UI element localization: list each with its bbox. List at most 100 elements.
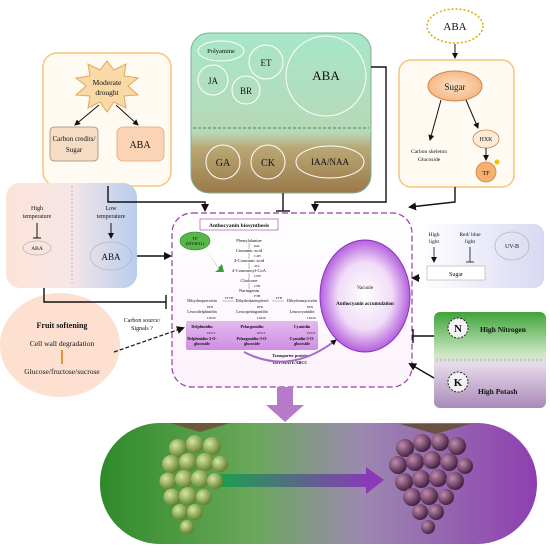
- hxk-label: HXK: [480, 137, 494, 143]
- hormone-br-label: BR: [240, 86, 252, 96]
- anthocyanidin-bar: [186, 321, 318, 350]
- drought-burst-shape: [74, 60, 140, 113]
- drought-title-line2: drought: [95, 88, 119, 97]
- hormones-aba-to-center-connector: [311, 66, 387, 212]
- hormone-aba-bubble: [285, 35, 367, 117]
- ripening-down-arrow: [266, 387, 304, 422]
- drought-carbon-box: [49, 126, 99, 162]
- leuco-0: Leucodelphinidin: [187, 309, 217, 314]
- hormone-et-bubble: [248, 44, 284, 80]
- light-sugar-box: [426, 265, 486, 281]
- drought-aba-box: [116, 126, 165, 162]
- hormones-panel: Polyamine ET JA BR ABA GA CK IAA/NAA: [190, 32, 372, 194]
- antho-0: Delphinidin: [191, 324, 213, 329]
- hormone-ga-label: GA: [216, 158, 231, 169]
- light-panel: High light Red/ blue light UV-B Sugar: [420, 224, 544, 288]
- glucoside-2-line2: glucoside: [294, 341, 310, 346]
- light-high-line1: High: [429, 232, 440, 238]
- hormone-ga-bubble: [205, 144, 241, 180]
- hormone-et-label: ET: [261, 58, 272, 68]
- drought-panel: Moderate drought Carbon credits/ Sugar A…: [42, 52, 172, 187]
- antho-2: Cyanidin: [294, 324, 311, 329]
- temp-high-line1: High: [31, 206, 43, 212]
- biosynthesis-title: Anthocyanin biosynthesis: [209, 223, 269, 229]
- softening-title: Fruit softening: [37, 321, 88, 330]
- nitrogen-letter: N: [454, 323, 462, 335]
- f3h-label-1: F3'H: [276, 296, 283, 300]
- signal-dashed-arrow: [113, 326, 185, 353]
- sugar-aba-dotted: [426, 8, 484, 44]
- uvb-bubble: [494, 231, 530, 261]
- potash-letter: K: [454, 377, 463, 389]
- sugar-aba-label: ABA: [443, 21, 466, 33]
- temp-aba-large-label: ABA: [101, 252, 121, 262]
- sugar-carbon-line1: Carbon skeleton: [411, 149, 447, 155]
- drought-to-center-connector: [107, 186, 209, 212]
- hormone-iaa-bubble: [295, 145, 365, 179]
- potash-label: High Potash: [478, 387, 518, 396]
- softening-sugars: Glucose/fructose/sucrose: [24, 367, 100, 376]
- sugar-carbon-line2: Glucoside: [418, 157, 441, 163]
- ldox-label-0: LDOX: [207, 316, 217, 320]
- light-redblue-line2: light: [465, 239, 476, 245]
- hormone-iaa-label: IAA/NAA: [311, 157, 349, 167]
- ldox-label-2: LDOX: [307, 316, 317, 320]
- ripening-strip: [100, 423, 537, 544]
- dihydro-0: Dihydroquercetin: [187, 298, 217, 303]
- tf-p-marker: [494, 159, 500, 165]
- pathway-step-10: Naringenin: [239, 288, 260, 293]
- green-grape-cluster: [159, 423, 230, 534]
- pathway-enzyme-3: C4H: [254, 254, 261, 258]
- drought-carbon-line1: Carbon credits/: [53, 135, 96, 143]
- biosynthesis-panel: Anthocyanin biosynthesis TF (MYBA1) Phen…: [171, 212, 413, 388]
- pathway-step-6: 4-Coumaroyl-CoA: [232, 268, 267, 273]
- light-redblue-line1: Red/ blue: [459, 232, 481, 238]
- drought-aba-label: ABA: [129, 140, 151, 151]
- ufgt-label-1: UFGT: [257, 331, 265, 335]
- softening-cell-wall: Cell wall degradation: [30, 339, 95, 348]
- ufgt-label-2: UFGT: [307, 331, 315, 335]
- glucoside-0-line2: glucoside: [194, 341, 210, 346]
- leuco-2: Leucocyanidin: [290, 309, 316, 314]
- uvb-label: UV-B: [505, 244, 519, 250]
- dihydro-row: Dihydroquercetin Dihydrokaempferol Dihyd…: [187, 296, 318, 303]
- nitrogen-badge: [447, 317, 469, 339]
- temp-high-line2: temperature: [23, 214, 52, 220]
- temp-aba-small: [22, 240, 52, 256]
- transport-arrow: [243, 339, 337, 363]
- sugar-panel: ABA Sugar Carbon skeleton Glucoside HXK …: [398, 8, 515, 188]
- transport-line2: GST/MATE/ABCC: [273, 360, 308, 365]
- vacuole: [319, 239, 411, 353]
- sugar-to-center-connector: [408, 187, 456, 211]
- signal-line2: Signals ?: [131, 326, 153, 332]
- dihydro-1: Dihydrokaempferol: [235, 298, 269, 303]
- signal-line1: Carbon source/: [124, 318, 161, 324]
- light-high-line2: light: [429, 239, 440, 245]
- pathway-step-8: Chalcone: [241, 278, 258, 283]
- temperature-panel: High temperature ABA Low temperature ABA: [6, 183, 137, 288]
- tf-myba1-line1: TF: [192, 236, 198, 241]
- hormone-polyamine-label: Polyamine: [207, 48, 235, 55]
- hormone-ck-bubble: [250, 144, 286, 180]
- pathway-enzyme-1: PAL: [254, 244, 260, 248]
- glucoside-2-line1: Cyanidin-3-O-: [290, 336, 316, 341]
- potash-badge: [447, 371, 469, 393]
- pathway-enzyme-9: CHI: [254, 284, 261, 288]
- pathway-step-4: 4-Coumaric acid: [234, 258, 265, 263]
- biosynthesis-title-box: [199, 218, 279, 231]
- glucoside-0-line1: Delphinidin-3-O-: [187, 336, 217, 341]
- hormone-ck-label: CK: [261, 158, 276, 169]
- sugar-node-label: Sugar: [445, 82, 466, 92]
- sugar-node: [427, 70, 483, 102]
- potash-to-center-connector: [408, 362, 435, 379]
- temperature-inhibit-connector: [43, 288, 166, 303]
- tf-myba1-line2: (MYBA1): [186, 241, 205, 246]
- nitrogen-label: High Nitrogen: [480, 325, 527, 334]
- pathway-enzyme-7: CHS: [254, 274, 261, 278]
- hormone-polyamine-bubble: [197, 40, 245, 62]
- temp-aba-small-label: ABA: [31, 246, 43, 252]
- tf-node: [475, 161, 497, 183]
- pathway-step-2: Cinnamic acid: [236, 248, 263, 253]
- leuco-1: Leucopelargonidin: [236, 309, 268, 314]
